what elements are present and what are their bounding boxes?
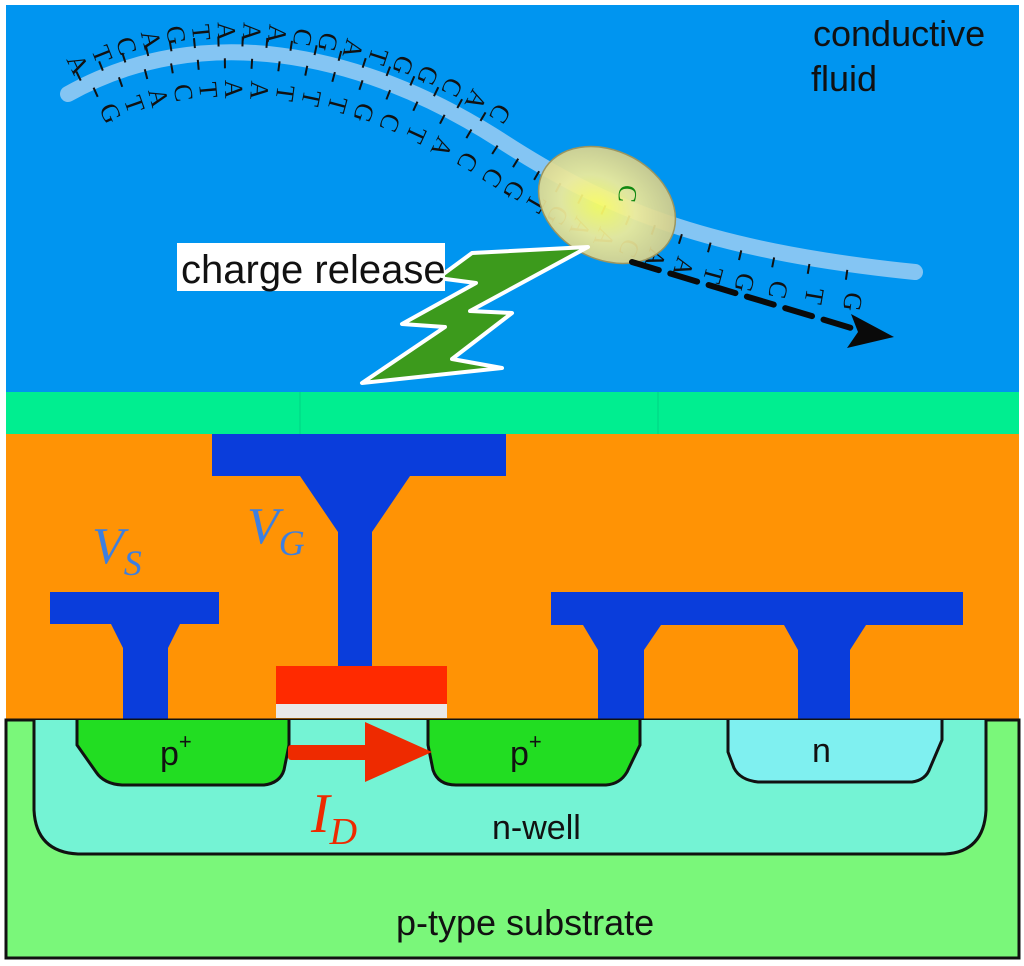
dna-bottom-base-7: T xyxy=(270,84,301,104)
drain-current-arrow-shaft xyxy=(288,745,373,760)
n-region-label: n xyxy=(812,732,831,770)
dna-bottom-base-3: C xyxy=(167,82,199,104)
dna-bottom-bond-16 xyxy=(512,158,520,168)
dna-bottom-base-8: T xyxy=(295,87,327,108)
drain-current-label: ID xyxy=(310,783,357,853)
dna-bottom-bond-24 xyxy=(707,242,712,253)
dna-top-bond-11 xyxy=(337,50,343,61)
dna-bottom-bond-28 xyxy=(844,269,849,280)
dna-top-bond-8 xyxy=(265,37,269,48)
dna-top-bond-5 xyxy=(192,38,196,49)
dna-top-base-9: C xyxy=(287,27,318,49)
dna-bottom-bond-12 xyxy=(412,101,419,112)
dna-backbone-strand xyxy=(60,44,923,280)
dna-bottom-bond-6 xyxy=(250,58,254,69)
dna-bottom-bond-10 xyxy=(358,79,364,91)
dna-bottom-bond-23 xyxy=(677,233,683,245)
dna-top-bond-13 xyxy=(385,66,392,77)
dna-top-bond-14 xyxy=(409,75,416,86)
charge-release-label: charge release xyxy=(181,248,446,292)
dna-top-base-6: A xyxy=(212,21,242,41)
p-type-substrate-label: p-type substrate xyxy=(396,902,654,943)
drain-current-subscript: D xyxy=(329,811,357,853)
highlighted-incoming-base: C xyxy=(612,184,642,204)
drain-body-metal-contact xyxy=(551,592,963,720)
dna-top-bond-10 xyxy=(313,45,318,56)
gate-oxide xyxy=(276,704,447,718)
dna-bottom-base-26: C xyxy=(762,278,794,301)
gate-electrode xyxy=(276,666,447,704)
drain-current-symbol: I xyxy=(310,783,332,845)
polymerase-direction-arrow-head xyxy=(847,314,894,348)
dna-top-bond-4 xyxy=(168,41,173,52)
charge-release-label-bg xyxy=(177,243,445,291)
p-plus-source-label: p+ xyxy=(160,729,192,773)
dna-top-bond-3 xyxy=(144,46,150,57)
dna-bottom-bond-25 xyxy=(738,250,743,261)
p-plus-drain-label: p+ xyxy=(510,729,542,773)
dna-top-base-8: A xyxy=(262,23,293,45)
dna-bottom-base-4: T xyxy=(193,81,223,100)
dna-bottom-bond-26 xyxy=(771,257,776,268)
dna-top-bond-17 xyxy=(479,111,487,122)
source-metal-contact xyxy=(50,592,219,720)
dna-bottom-base-5: A xyxy=(219,80,248,99)
dna-top-base-5: T xyxy=(186,23,216,42)
p-plus-source-sign: + xyxy=(179,729,192,754)
p-plus-source-region xyxy=(75,720,291,787)
n-body-contact-region xyxy=(726,720,944,784)
p-plus-source-letter: p xyxy=(160,735,179,773)
dna-bottom-bond-17 xyxy=(533,170,540,181)
dna-bottom-base-6: A xyxy=(244,80,274,101)
dna-top-base-7: A xyxy=(237,22,267,42)
dna-top-base-4: G xyxy=(160,24,192,47)
dna-bottom-bond-13 xyxy=(439,114,446,125)
dna-bottom-bond-3 xyxy=(170,63,174,74)
source-voltage-subscript: S xyxy=(124,543,142,583)
dna-top-bond-12 xyxy=(361,57,367,68)
gate-voltage-subscript: G xyxy=(279,523,305,563)
source-voltage-symbol: V xyxy=(92,518,129,575)
dna-bottom-bond-2 xyxy=(143,69,149,80)
dna-bottom-bond-7 xyxy=(277,61,281,72)
dna-top-bond-1 xyxy=(98,60,104,71)
dna-bottom-bond-15 xyxy=(491,145,499,155)
p-plus-drain-letter: p xyxy=(510,735,529,773)
drain-current-arrow-head xyxy=(365,722,432,782)
dna-bottom-bond-8 xyxy=(304,65,309,76)
dna-top-bond-16 xyxy=(456,98,463,109)
p-plus-drain-sign: + xyxy=(529,729,542,754)
n-well-label: n-well xyxy=(492,809,581,847)
polymerase-bases: C xyxy=(612,184,642,204)
oxide-dielectric-region xyxy=(6,434,1019,724)
conductive-fluid-label-line2: fluid xyxy=(811,58,877,99)
dna-bottom-base-28: G xyxy=(837,291,868,314)
dna-top-bond-0 xyxy=(75,71,82,81)
dna-bottom-bond-9 xyxy=(331,71,336,83)
dna-bottom-base-27: T xyxy=(799,286,830,307)
dna-bottom-bond-1 xyxy=(117,77,124,88)
conductive-fluid-label-line1: conductive xyxy=(813,13,985,54)
dna-top-bond-9 xyxy=(289,40,293,51)
dna-bottom-bond-14 xyxy=(465,129,473,139)
gate-voltage-symbol: V xyxy=(247,498,284,555)
gate-voltage-label: VG xyxy=(247,498,305,563)
dna-bottom-bond-11 xyxy=(385,89,392,100)
polymerase-direction-arrow xyxy=(629,259,861,333)
passivation-layer xyxy=(6,392,1019,434)
p-plus-drain-region xyxy=(426,720,642,787)
gate-metal-via xyxy=(212,434,506,668)
dna-bottom-bond-4 xyxy=(196,59,200,70)
dna-top-bond-2 xyxy=(121,52,127,63)
dna-bottom-base-9: T xyxy=(321,93,353,116)
dna-bottom-bond-27 xyxy=(806,263,811,275)
dna-bottom-base-24: T xyxy=(697,264,729,287)
source-voltage-label: VS xyxy=(92,518,142,583)
dna-bottom-bond-0 xyxy=(92,87,99,98)
dna-top-bond-15 xyxy=(433,86,440,97)
